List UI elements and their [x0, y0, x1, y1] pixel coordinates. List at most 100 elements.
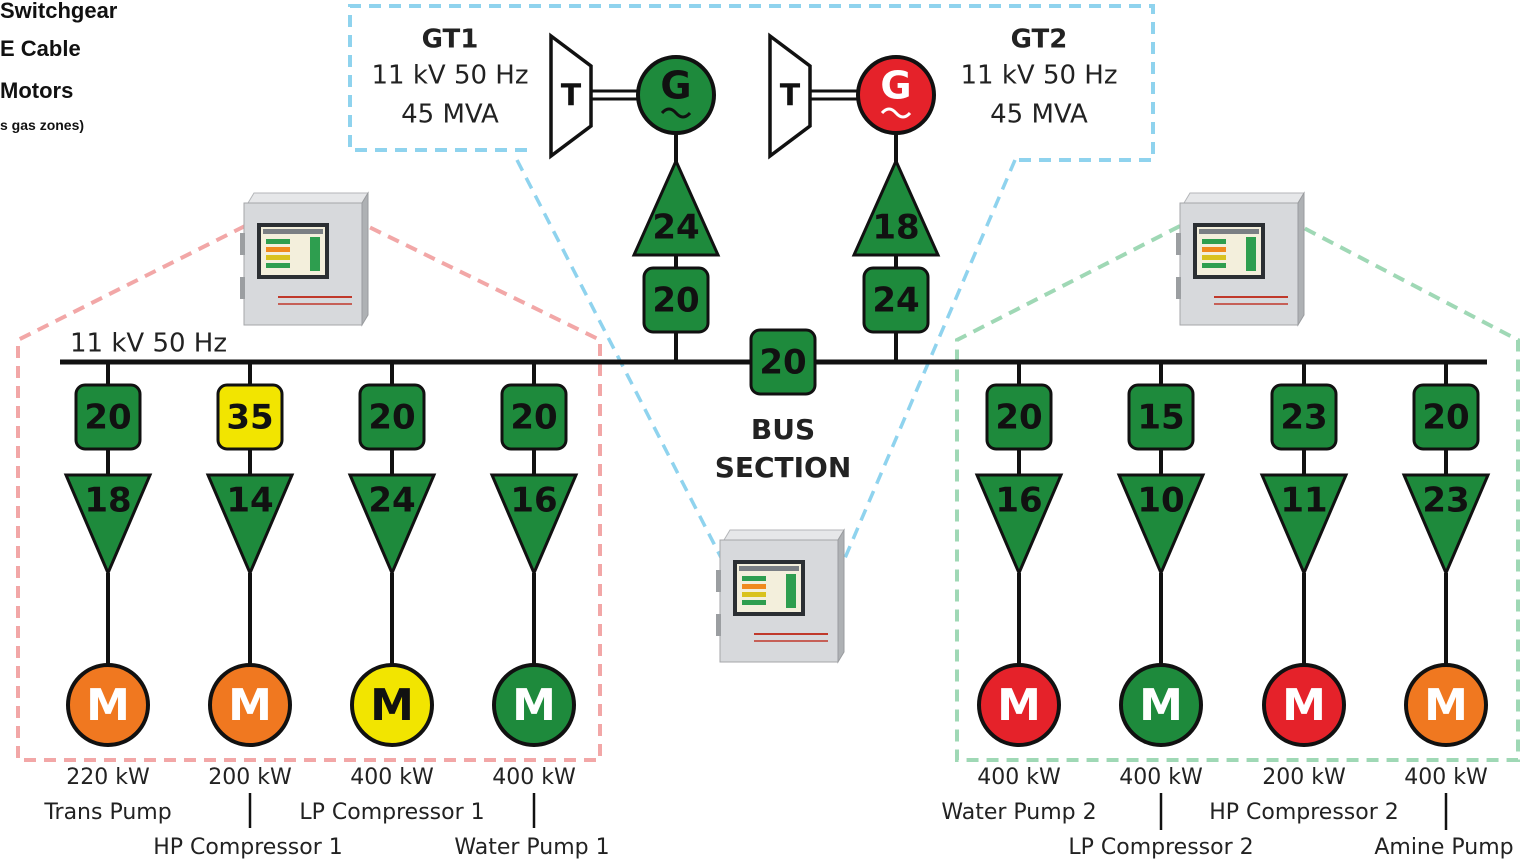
- feeder-cable-triangle: [489, 473, 579, 577]
- motor-power: 200 kW: [1262, 765, 1346, 790]
- cabinet-side: [1297, 191, 1305, 327]
- feeder-breaker-value: 20: [995, 398, 1042, 438]
- cabinet-screen-row: [1202, 247, 1226, 252]
- cabinet-screen-header: [1199, 229, 1259, 234]
- turbine-symbol[interactable]: [549, 32, 593, 160]
- cabinet-hinge: [240, 277, 245, 299]
- cabinet-screen-header: [263, 229, 323, 234]
- cabinet-screen-row: [1202, 263, 1226, 268]
- generator-letter: G: [880, 64, 911, 108]
- motor-symbol-letter: M: [1139, 680, 1183, 731]
- cabinet-screen-row: [266, 255, 290, 260]
- cabinet-screen-row: [742, 592, 766, 597]
- bus-section-label: SECTION: [715, 451, 852, 484]
- motor-symbol[interactable]: [977, 663, 1061, 747]
- cabinet-screen-bar: [786, 574, 796, 608]
- cabinet-screen-row: [742, 584, 766, 589]
- motor-symbol-letter: M: [86, 680, 130, 731]
- cabinet-side: [361, 191, 369, 327]
- cabinet-side: [837, 528, 845, 664]
- cabinet-screen-row: [1202, 255, 1226, 260]
- motor-power: 400 kW: [1119, 765, 1203, 790]
- motor-power: 400 kW: [977, 765, 1061, 790]
- feeder-cable-triangle: [974, 473, 1064, 577]
- feeder-breaker-value: 23: [1280, 398, 1327, 438]
- feeder-cable-triangle-value: 23: [1422, 481, 1469, 521]
- cabinet-screen-row: [742, 600, 766, 605]
- cabinet-screen-row: [742, 576, 766, 581]
- cable-zone-frame-left: [16, 224, 602, 762]
- feeder-cable-triangle-value: 16: [510, 481, 557, 521]
- feeder-name: HP Compressor 2: [1209, 800, 1399, 825]
- generator-name: GT2: [1011, 25, 1068, 55]
- generator-voltage: 11 kV 50 Hz: [960, 61, 1117, 91]
- motor-symbol-letter: M: [370, 680, 414, 731]
- feeder-name: LP Compressor 2: [1068, 835, 1253, 860]
- turbine-letter: T: [561, 79, 582, 114]
- motor-power: 200 kW: [208, 765, 292, 790]
- generator-name: GT1: [422, 25, 479, 55]
- feeder-cable-triangle-value: 10: [1137, 481, 1184, 521]
- feeder-cable-triangle-value: 14: [226, 481, 273, 521]
- motor-symbol[interactable]: [66, 663, 150, 747]
- legend-motors: Motors: [0, 78, 74, 103]
- motor-symbol[interactable]: [208, 663, 292, 747]
- generator-letter: G: [660, 64, 691, 108]
- feeder-breaker-value: 35: [226, 398, 273, 438]
- feeder-name: Trans Pump: [43, 800, 171, 825]
- motor-symbol-letter: M: [512, 680, 556, 731]
- turbine-symbol[interactable]: [768, 32, 812, 160]
- monitoring-cabinet-icon[interactable]: [240, 191, 369, 327]
- cabinet-hinge: [716, 570, 721, 592]
- feeder-name: Water Pump 2: [941, 800, 1096, 825]
- cabinet-screen-bar: [1246, 237, 1256, 271]
- motor-symbol-letter: M: [997, 680, 1041, 731]
- motor-symbol[interactable]: [492, 663, 576, 747]
- generator-cable-triangle-value: 18: [872, 208, 919, 248]
- busbar-voltage-label: 11 kV 50 Hz: [70, 329, 227, 359]
- motor-symbol-letter: M: [1424, 680, 1468, 731]
- feeder-breaker-value: 20: [510, 398, 557, 438]
- cabinet-screen-row: [266, 239, 290, 244]
- gas-zone-frame-top: [348, 4, 1155, 162]
- feeder-cable-triangle: [1116, 473, 1206, 577]
- generator-breaker-value: 24: [872, 281, 919, 321]
- feeder-breaker-value: 20: [84, 398, 131, 438]
- motor-symbol[interactable]: [1262, 663, 1346, 747]
- cabinet-top: [723, 529, 845, 541]
- motor-symbol[interactable]: [350, 663, 434, 747]
- bus-section-breaker[interactable]: [749, 328, 817, 396]
- cabinet-hinge: [1176, 277, 1181, 299]
- feeder-cable-triangle-value: 11: [1280, 481, 1327, 521]
- monitoring-cabinet-icon[interactable]: [1176, 191, 1305, 327]
- feeder-cable-triangle-value: 24: [368, 481, 415, 521]
- feeder-cable-triangle-value: 16: [995, 481, 1042, 521]
- cabinet-hinge: [240, 233, 245, 255]
- feeder-cable-triangle: [205, 473, 295, 577]
- generator-breaker-value: 20: [652, 281, 699, 321]
- motor-symbol[interactable]: [1119, 663, 1203, 747]
- feeder-breaker-value: 20: [368, 398, 415, 438]
- feeder-breaker-value: 20: [1422, 398, 1469, 438]
- cabinet-hinge: [1176, 233, 1181, 255]
- generator-rating: 45 MVA: [990, 100, 1088, 130]
- cabinet-screen-bar: [310, 237, 320, 271]
- feeder-name: Water Pump 1: [454, 835, 609, 860]
- cabinet-screen-row: [266, 247, 290, 252]
- motor-symbol[interactable]: [1404, 663, 1488, 747]
- ac-wave-icon: [660, 107, 692, 119]
- cabinet-screen-row: [266, 263, 290, 268]
- ac-wave-icon: [880, 107, 912, 119]
- legend-switchgear: Switchgear: [0, 0, 118, 23]
- legend-cable: E Cable: [0, 36, 81, 61]
- monitoring-cabinet-icon[interactable]: [716, 528, 845, 664]
- feeder-cable-triangle-value: 18: [84, 481, 131, 521]
- feeder-name: HP Compressor 1: [153, 835, 343, 860]
- feeder-cable-triangle: [1259, 473, 1349, 577]
- cabinet-top: [1183, 192, 1305, 204]
- feeder-cable-triangle: [63, 473, 153, 577]
- legend-gas-zones: s gas zones): [0, 117, 85, 133]
- feeder-breaker-value: 15: [1137, 398, 1184, 438]
- motor-symbol-letter: M: [228, 680, 272, 731]
